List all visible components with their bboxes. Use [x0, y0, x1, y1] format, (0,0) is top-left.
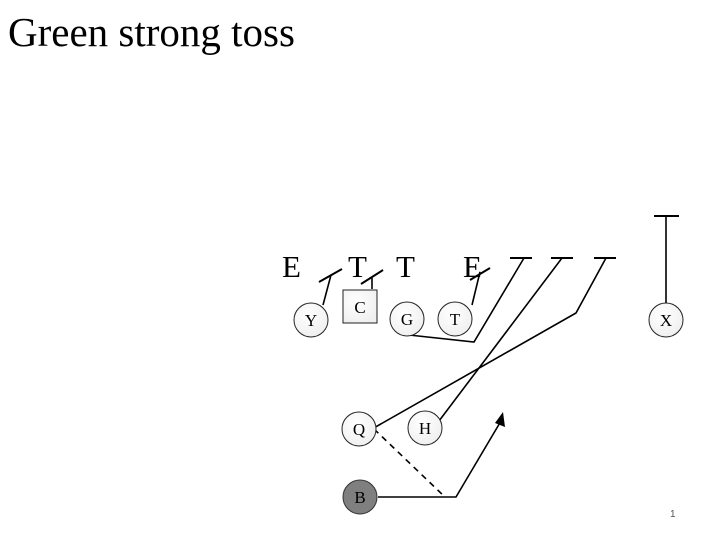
player-h-label: H — [419, 419, 431, 438]
player-c-label: C — [354, 298, 365, 317]
route-q — [371, 257, 607, 430]
route-y-block — [322, 274, 332, 306]
slide-title: Green strong toss — [8, 9, 295, 55]
defender-t-left: T — [348, 249, 367, 284]
block-mark-t — [469, 267, 491, 281]
block-mark-y — [318, 268, 343, 283]
player-g-label: G — [401, 310, 413, 329]
defender-t-right: T — [396, 249, 415, 284]
arrow-head-icon — [495, 412, 505, 427]
player-b-label: B — [354, 488, 365, 507]
route-b-run — [378, 420, 502, 498]
player-h-circle — [407, 410, 443, 446]
route-t-block — [471, 271, 481, 306]
player-x-circle — [648, 302, 684, 338]
toss-path — [373, 428, 446, 498]
block-mark-c — [360, 269, 384, 285]
route-g-pull — [408, 257, 525, 343]
defender-e-left: E — [282, 249, 301, 284]
player-g-circle — [389, 301, 425, 337]
route-h — [438, 257, 563, 422]
player-q-circle — [341, 411, 377, 447]
player-t-circle — [437, 301, 473, 337]
player-c-square — [342, 289, 378, 324]
player-x-label: X — [660, 311, 672, 330]
player-q-label: Q — [353, 420, 365, 439]
player-t-label: T — [450, 310, 461, 329]
page-number: 1 — [670, 509, 676, 520]
player-y-circle — [293, 302, 329, 338]
player-b-circle — [342, 479, 378, 515]
player-y-label: Y — [305, 311, 317, 330]
